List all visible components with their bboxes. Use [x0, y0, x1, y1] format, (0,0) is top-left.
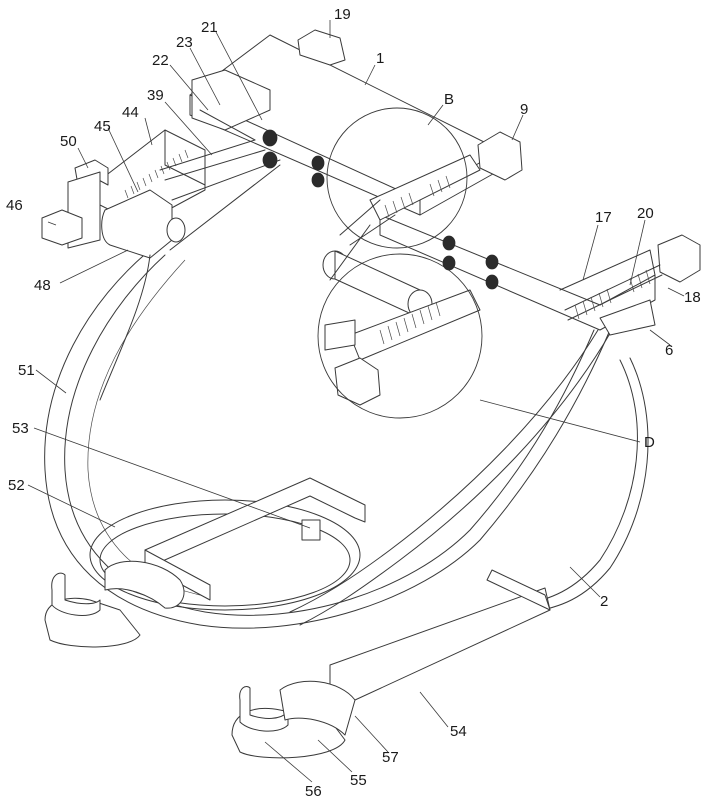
label-21: 21	[201, 19, 218, 36]
frame-rods	[99, 164, 281, 401]
label-45: 45	[94, 118, 111, 135]
label-55: 55	[350, 772, 367, 789]
gear-21	[262, 129, 499, 290]
slider-block-48	[101, 189, 186, 259]
label-19: 19	[334, 6, 351, 23]
screw-45	[124, 149, 189, 199]
label-46: 46	[6, 197, 23, 214]
label-1: 1	[376, 50, 384, 67]
label-D: D	[644, 434, 655, 451]
detail-circle-B	[326, 107, 468, 249]
label-44: 44	[122, 104, 139, 121]
head-ring-52	[89, 499, 361, 611]
label-18: 18	[684, 289, 701, 306]
right-loop-frame-2	[289, 329, 649, 626]
label-9: 9	[520, 101, 528, 118]
label-20: 20	[637, 205, 654, 222]
label-6: 6	[665, 342, 673, 359]
leader-lines	[27, 20, 685, 783]
label-57: 57	[382, 749, 399, 766]
arm-39	[159, 139, 281, 201]
support-6	[599, 299, 656, 336]
motor-46	[41, 209, 83, 246]
reference-labels: 19 21 23 1 22 39 44 B 9 50 45 46 17 20 4…	[6, 6, 701, 800]
chin-cup	[104, 560, 185, 609]
label-17: 17	[595, 209, 612, 226]
screw-block-B	[369, 154, 481, 221]
upper-base-rail	[144, 477, 366, 601]
label-53: 53	[12, 420, 29, 437]
center-rollers	[322, 199, 433, 319]
motor-19	[297, 29, 346, 66]
label-B: B	[444, 91, 454, 108]
lead-screw-20	[564, 264, 663, 321]
motor-18	[657, 234, 701, 283]
label-52: 52	[8, 477, 25, 494]
left-foot-pad	[44, 572, 141, 648]
label-2: 2	[600, 593, 608, 610]
motor-9	[477, 131, 523, 181]
label-56: 56	[305, 783, 322, 800]
strap-clip-53	[301, 519, 321, 541]
label-48: 48	[34, 277, 51, 294]
label-51: 51	[18, 362, 35, 379]
right-foot-pad-55	[231, 680, 356, 759]
housing-22-23	[191, 69, 271, 141]
label-23: 23	[176, 34, 193, 51]
label-22: 22	[152, 52, 169, 69]
label-54: 54	[450, 723, 467, 740]
lower-base-rail-54	[329, 569, 551, 701]
detail-circle-D	[317, 253, 483, 419]
label-39: 39	[147, 87, 164, 104]
label-50: 50	[60, 133, 77, 150]
lower-actuator	[324, 289, 481, 406]
